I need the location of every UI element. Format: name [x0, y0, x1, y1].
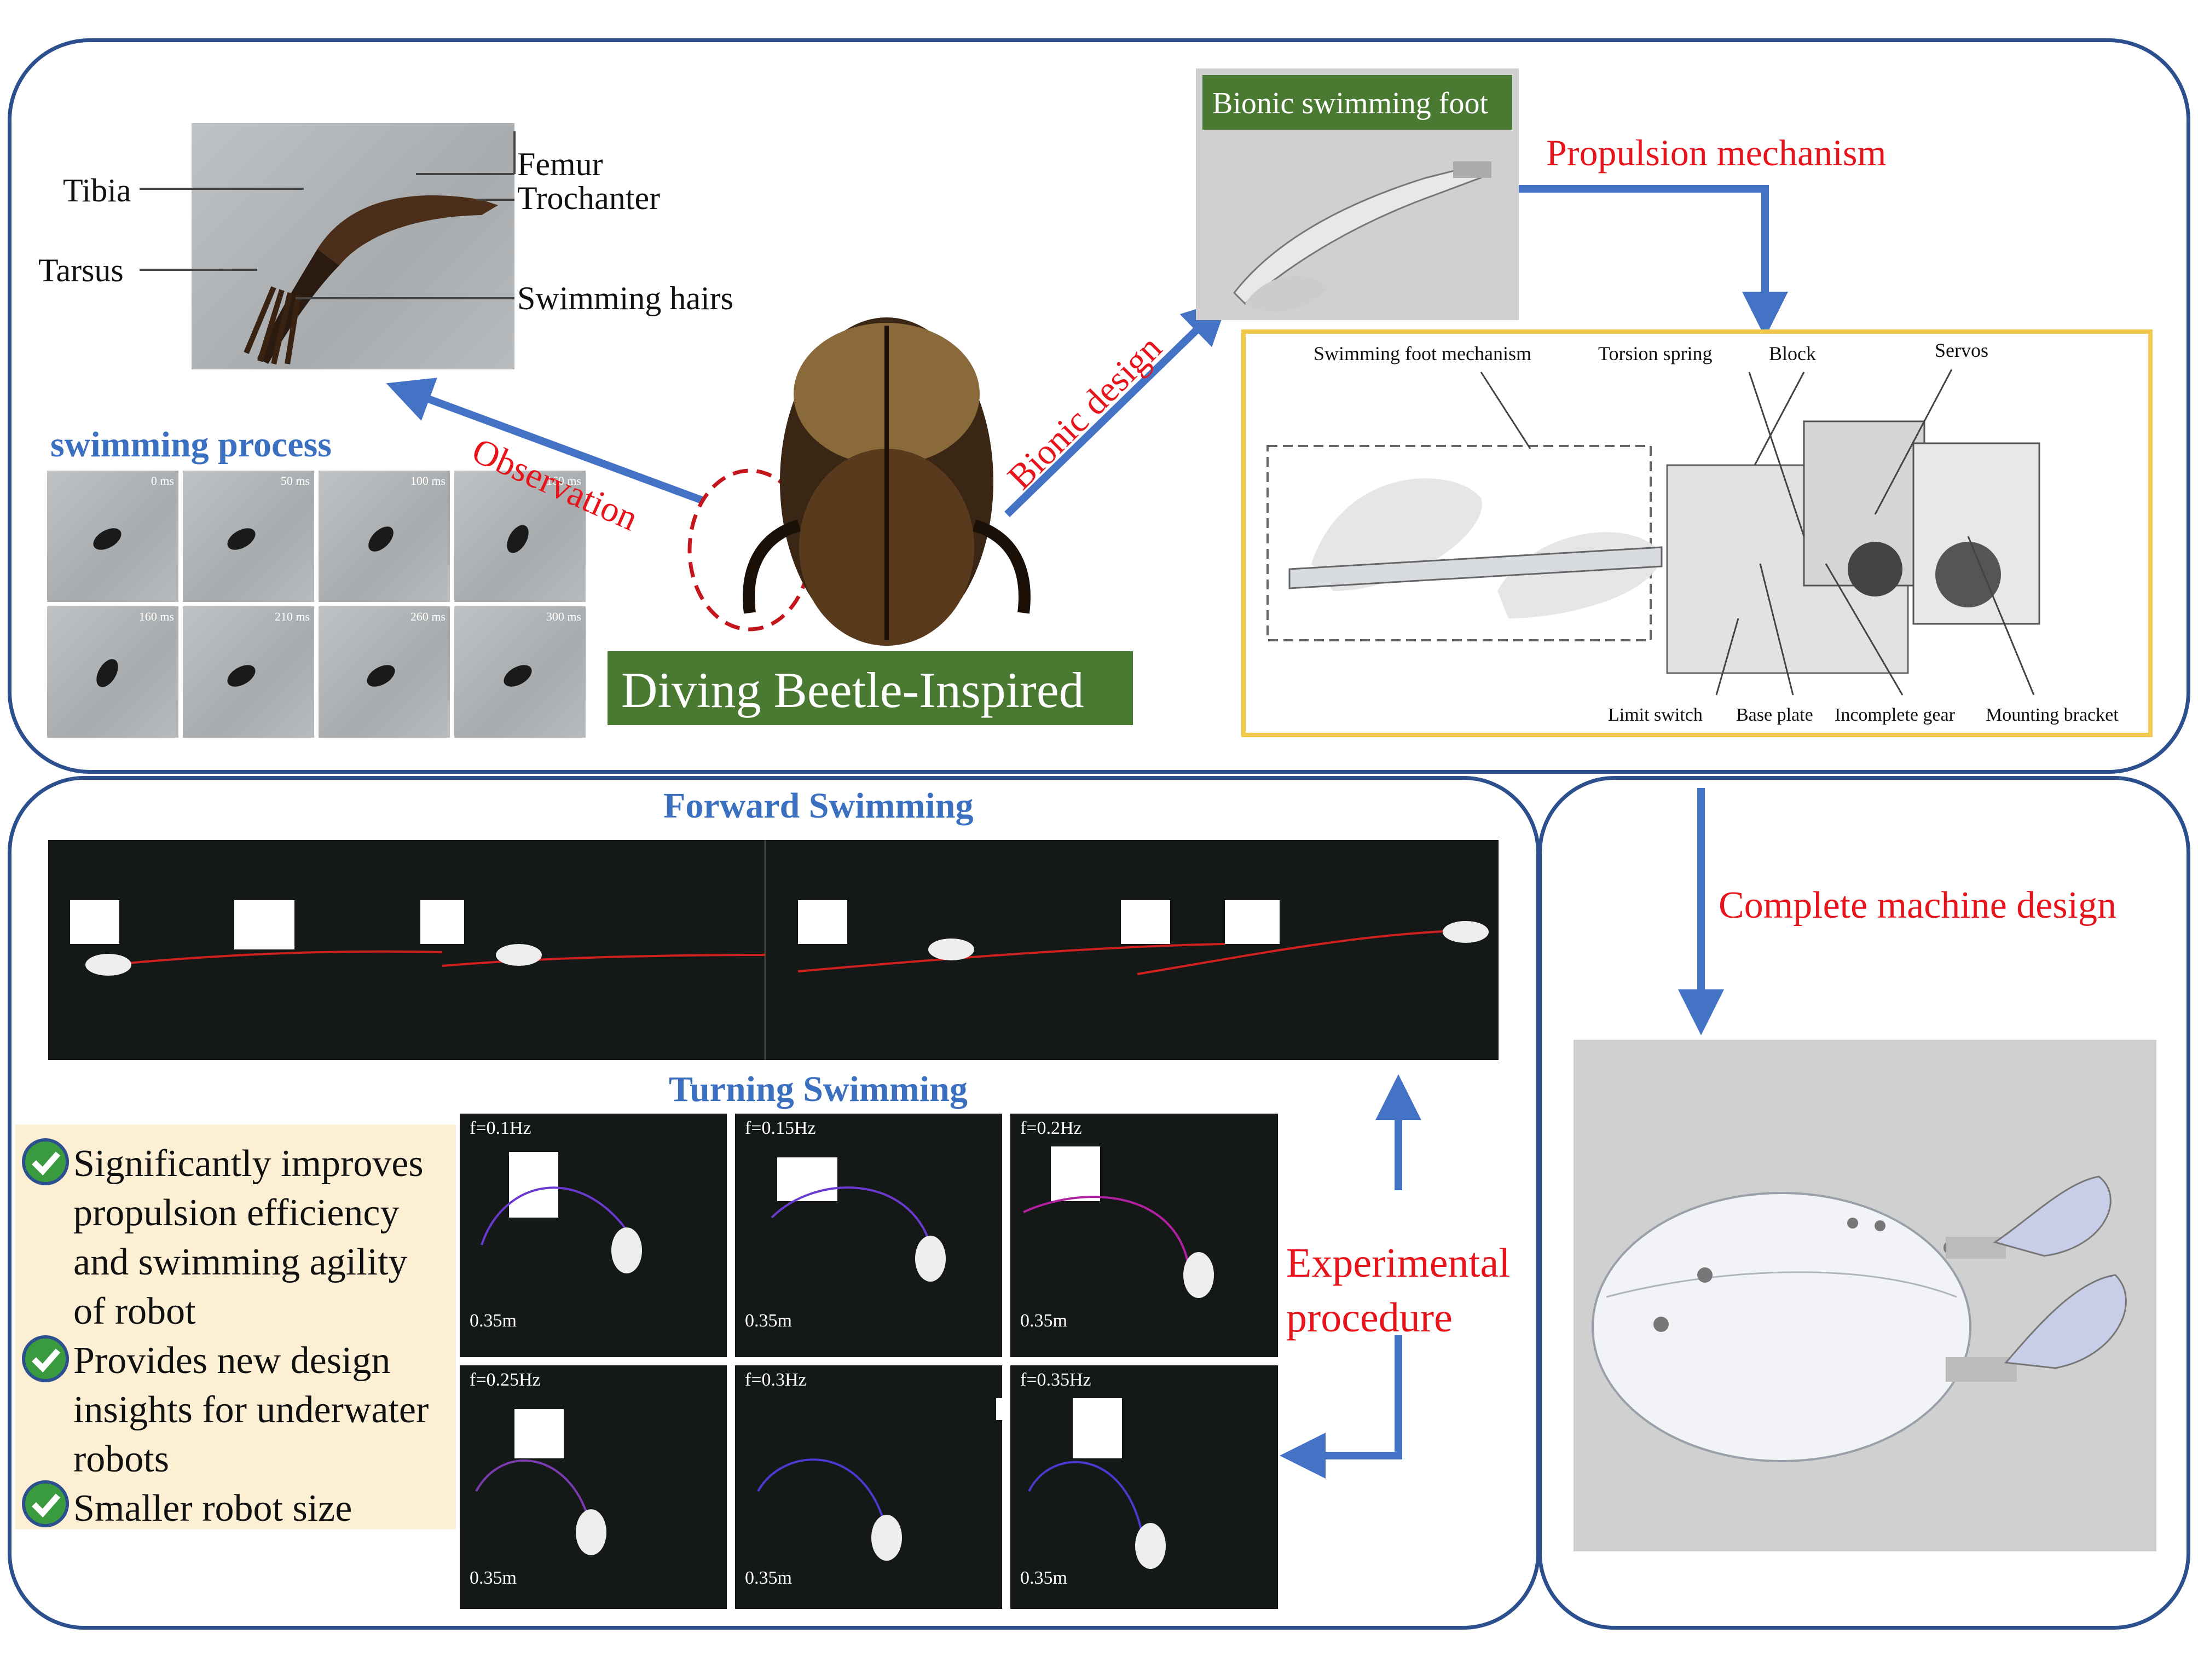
benefit-1-line-2: propulsion efficiency — [73, 1192, 400, 1234]
check-icon — [22, 1138, 69, 1185]
forward-trajectories — [70, 840, 1489, 1060]
benefit-2-line-1: Provides new design — [73, 1340, 391, 1382]
mech-label-incomplete-gear: Incomplete gear — [1835, 705, 1955, 725]
turning-frame: f=0.1Hz 0.35m — [460, 1114, 727, 1357]
forward-strip — [48, 840, 1499, 1060]
check-icon — [22, 1335, 69, 1382]
turning-title: Turning Swimming — [669, 1069, 968, 1109]
complete-machine-label: Complete machine design — [1719, 884, 2117, 926]
swimming-process-title: swimming process — [50, 425, 332, 465]
bottom-right-panel — [1538, 776, 2190, 1630]
experimental-label-1: Experimental — [1286, 1240, 1511, 1286]
foot-mechanism-sketch — [1233, 161, 1491, 312]
mechanism-detail-box — [1241, 329, 2153, 737]
complete-robot-render — [1574, 1040, 2156, 1551]
bionic-foot-image: Bionic swimming foot — [1196, 68, 1519, 320]
check-icon — [22, 1480, 69, 1527]
bionic-foot-label-box — [1202, 75, 1512, 130]
observation-arrow — [386, 378, 705, 505]
benefit-1-line-3: and swimming agility — [73, 1241, 408, 1283]
beetle-leg-illustration — [244, 195, 498, 365]
top-panel — [8, 38, 2190, 774]
bionic-foot-label: Bionic swimming foot — [1212, 86, 1488, 120]
benefit-1-line-1: Significantly improves — [73, 1143, 424, 1185]
propulsion-mechanism-label: Propulsion mechanism — [1546, 132, 1887, 173]
label-femur: Femur — [517, 146, 603, 182]
benefit-1-line-4: of robot — [73, 1290, 196, 1333]
turning-frame: f=0.25Hz 0.35m — [460, 1365, 727, 1609]
mech-label-swimming-foot: Swimming foot mechanism — [1314, 343, 1531, 364]
leg-photo — [192, 123, 514, 369]
turning-frame: f=0.35Hz 0.35m — [1010, 1365, 1278, 1609]
center-label-box — [608, 651, 1133, 725]
mech-label-servos: Servos — [1935, 339, 1988, 361]
benefit-2-line-3: robots — [73, 1438, 169, 1480]
mech-label-torsion-spring: Torsion spring — [1598, 343, 1713, 364]
mech-label-mounting-bracket: Mounting bracket — [1986, 705, 2119, 725]
benefit-3-line-1: Smaller robot size — [73, 1487, 352, 1530]
label-swimming-hairs: Swimming hairs — [517, 280, 734, 316]
robot-render — [1592, 1175, 2127, 1462]
mech-label-base-plate: Base plate — [1736, 705, 1813, 725]
turning-frame: f=0.15Hz 0.35m — [735, 1114, 1002, 1357]
benefits-box — [15, 1125, 456, 1530]
benefit-2-line-2: insights for underwater — [73, 1389, 429, 1431]
turning-frame: f=0.3Hz 0.35m — [735, 1365, 1002, 1609]
label-tibia: Tibia — [63, 172, 131, 208]
label-trochanter: Trochanter — [517, 180, 661, 216]
swimming-process-grid: 0 ms 50 ms 100 ms 160 ms 160 ms 210 ms 2… — [47, 471, 586, 739]
forward-title: Forward Swimming — [663, 786, 974, 826]
bionic-design-arrow — [1004, 298, 1229, 518]
turning-trajectories — [475, 1146, 1214, 1569]
process-frame: 0 ms — [47, 471, 178, 602]
propulsion-arrow — [1516, 185, 1788, 338]
experimental-label-2: procedure — [1286, 1295, 1453, 1341]
turning-grid: f=0.1Hz 0.35m f=0.15Hz 0.35m f=0.2Hz 0.3… — [460, 1114, 1278, 1609]
process-beetles — [93, 525, 532, 687]
experimental-arrow-left — [1280, 1335, 1402, 1479]
mech-label-block: Block — [1769, 343, 1816, 364]
mech-label-limit-switch: Limit switch — [1608, 705, 1703, 725]
label-tarsus: Tarsus — [38, 252, 124, 288]
center-label: Diving Beetle-Inspired — [621, 662, 1084, 718]
mechanism-drawing — [1266, 369, 2040, 696]
